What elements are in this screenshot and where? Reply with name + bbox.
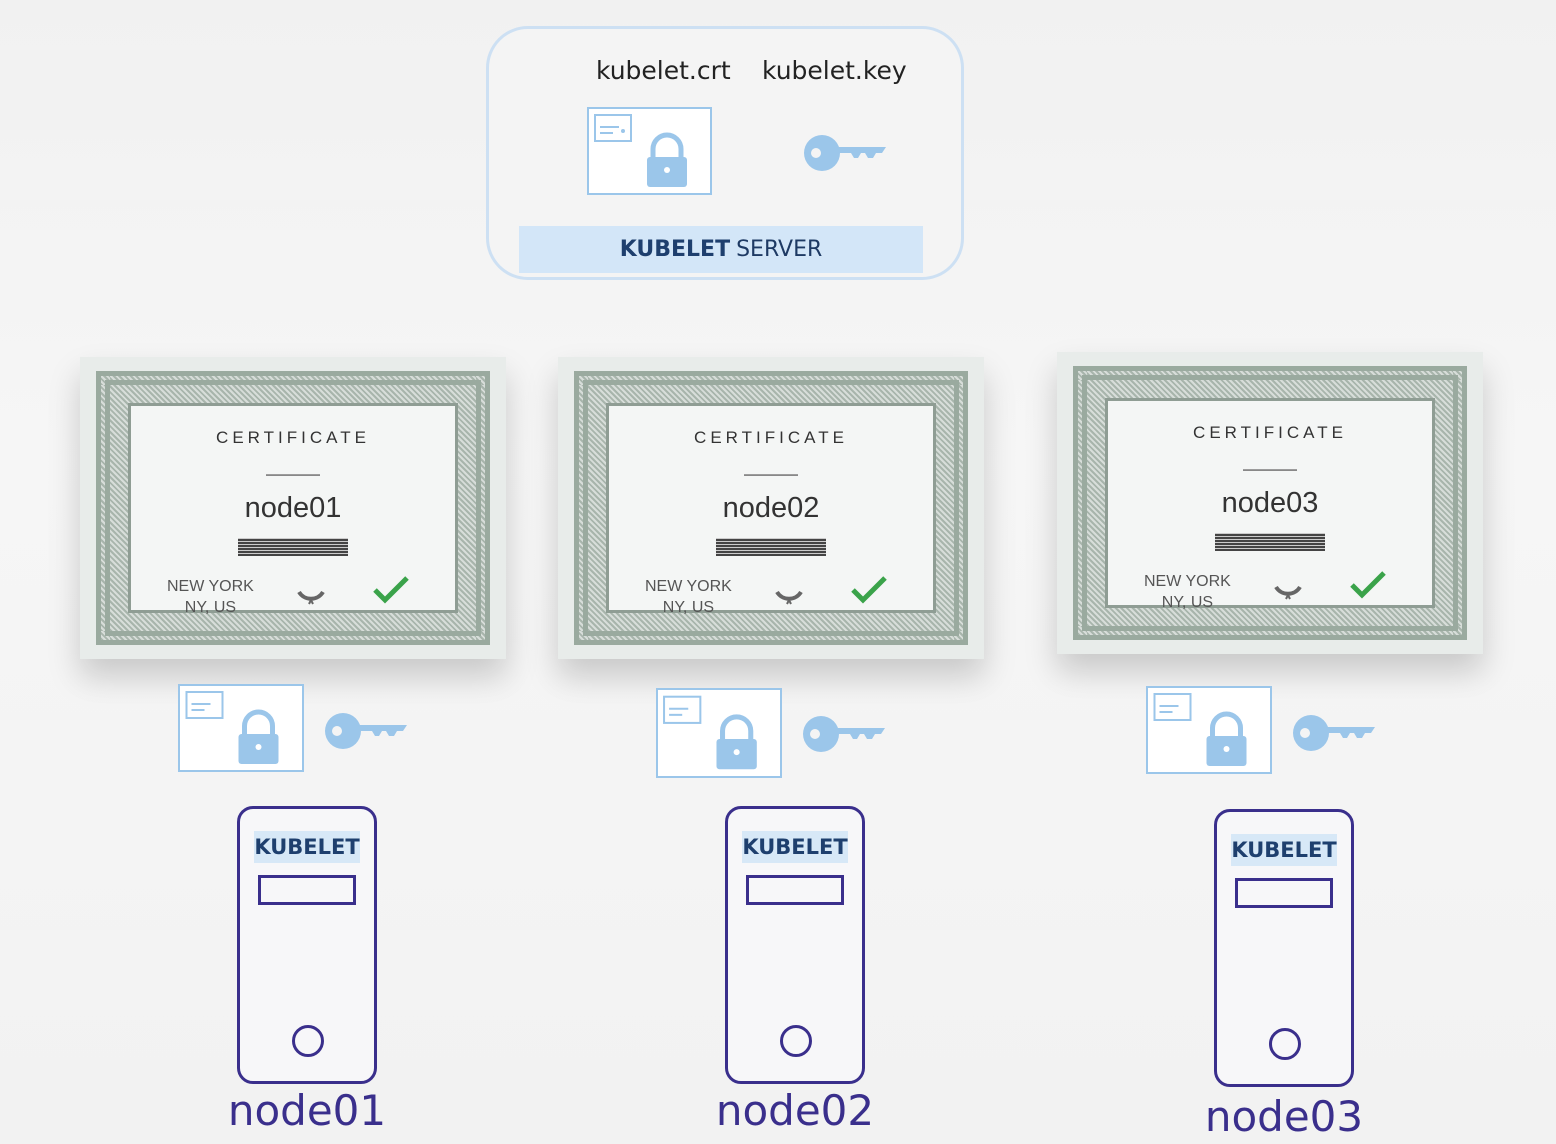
power-indicator xyxy=(292,1025,324,1057)
drive-slot xyxy=(258,875,356,905)
node03-label: node03 xyxy=(1204,1092,1364,1141)
certificate-fine-print: ▬▬▬▬▬▬▬▬▬ xyxy=(266,472,320,478)
node02-certificate-icon xyxy=(656,688,782,778)
kubelet-server-bar: KUBELET SERVER xyxy=(519,226,923,273)
certificate-name: node01 xyxy=(244,492,342,524)
checkmark-icon xyxy=(373,576,409,604)
redacted-text xyxy=(716,538,826,556)
kubelet-label: KUBELET xyxy=(254,831,360,863)
laurel-seal-icon xyxy=(775,590,803,605)
redacted-text xyxy=(238,538,348,556)
power-indicator xyxy=(780,1025,812,1057)
certificate-title: CERTIFICATE xyxy=(216,428,370,447)
kubelet-label: KUBELET xyxy=(742,831,848,863)
key-icon xyxy=(804,135,886,171)
node01-certificate-icon xyxy=(178,684,304,772)
certificate-icon xyxy=(587,107,712,195)
node01-label: node01 xyxy=(227,1086,387,1135)
checkmark-icon xyxy=(851,576,887,604)
kubelet-label: KUBELET xyxy=(1231,834,1337,866)
bar-rest-label: SERVER xyxy=(736,237,823,262)
checkmark-icon xyxy=(1350,571,1386,599)
node01-key-icon xyxy=(325,713,407,749)
certificate-fine-print: ▬▬▬▬▬▬▬▬▬ xyxy=(744,472,798,478)
certificate-fine-print: ▬▬▬▬▬▬▬▬▬ xyxy=(1243,467,1297,473)
drive-slot xyxy=(746,875,844,905)
certificate-name: node03 xyxy=(1221,487,1319,519)
power-indicator xyxy=(1269,1028,1301,1060)
node03-server-icon: KUBELET xyxy=(1214,809,1354,1087)
key-file-label: kubelet.key xyxy=(762,56,907,85)
certificate-title: CERTIFICATE xyxy=(1193,423,1347,442)
node02-label: node02 xyxy=(715,1086,875,1135)
certificate-title: CERTIFICATE xyxy=(694,428,848,447)
drive-slot xyxy=(1235,878,1333,908)
crt-file-label: kubelet.crt xyxy=(596,56,731,85)
node02-key-icon xyxy=(803,716,885,752)
node03-certificate-icon xyxy=(1146,686,1272,774)
bar-bold-label: KUBELET xyxy=(619,237,731,262)
certificate-name: node02 xyxy=(722,492,820,524)
laurel-seal-icon xyxy=(1274,585,1302,600)
node01-server-icon: KUBELET xyxy=(237,806,377,1084)
node03-key-icon xyxy=(1293,715,1375,751)
redacted-text xyxy=(1215,533,1325,551)
node02-server-icon: KUBELET xyxy=(725,806,865,1084)
laurel-seal-icon xyxy=(297,590,325,605)
